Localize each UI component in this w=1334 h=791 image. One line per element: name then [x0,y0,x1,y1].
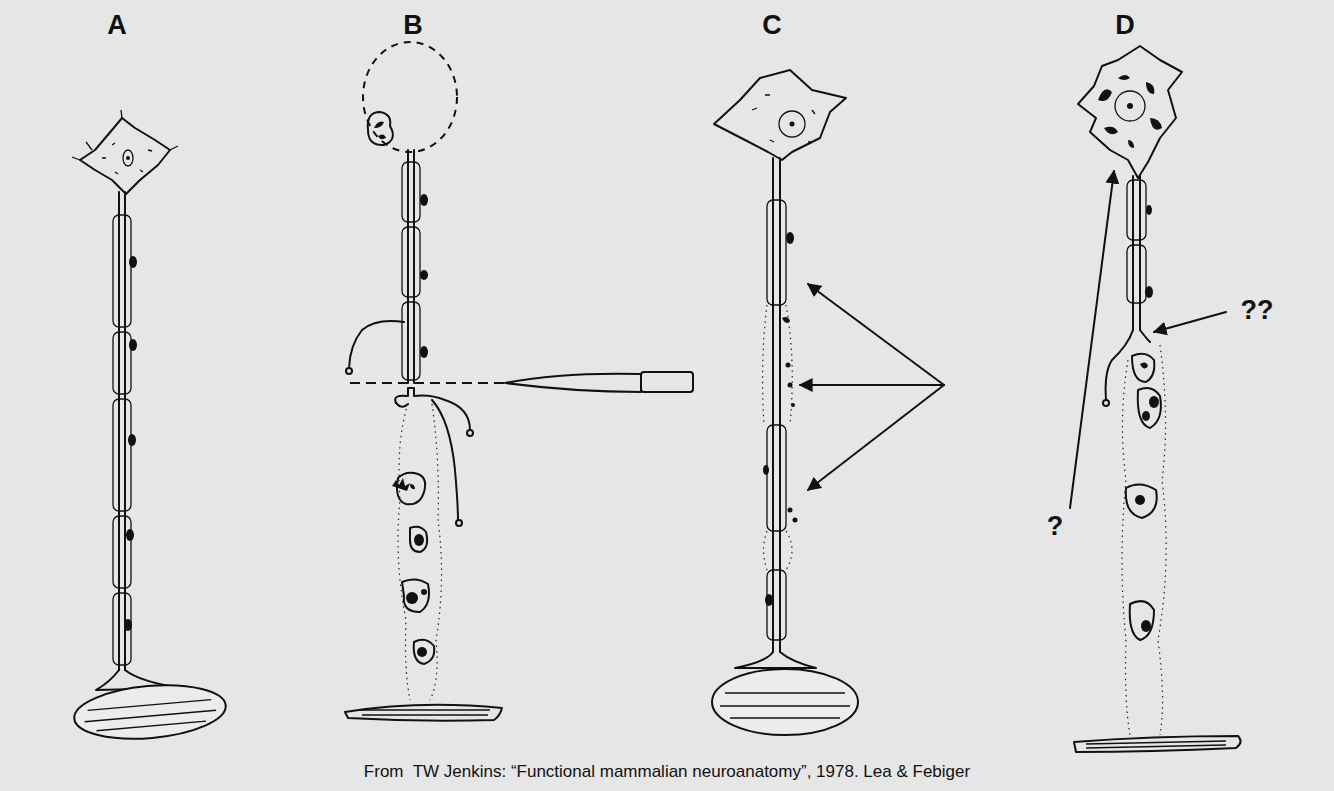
sheath-neuron [712,70,944,735]
panel-letter: D [1115,11,1135,41]
question-mark: ?? [1241,296,1274,326]
normal-neuron [72,110,228,745]
panel-letter: B [403,11,423,41]
panel-letter: C [762,11,782,41]
panel-letter: A [107,11,127,41]
source-caption: From TW Jenkins: “Functional mammalian n… [364,763,970,782]
question-mark: ? [1047,512,1064,542]
cut-neuron [345,42,693,721]
regenerating-neuron [1070,46,1241,752]
